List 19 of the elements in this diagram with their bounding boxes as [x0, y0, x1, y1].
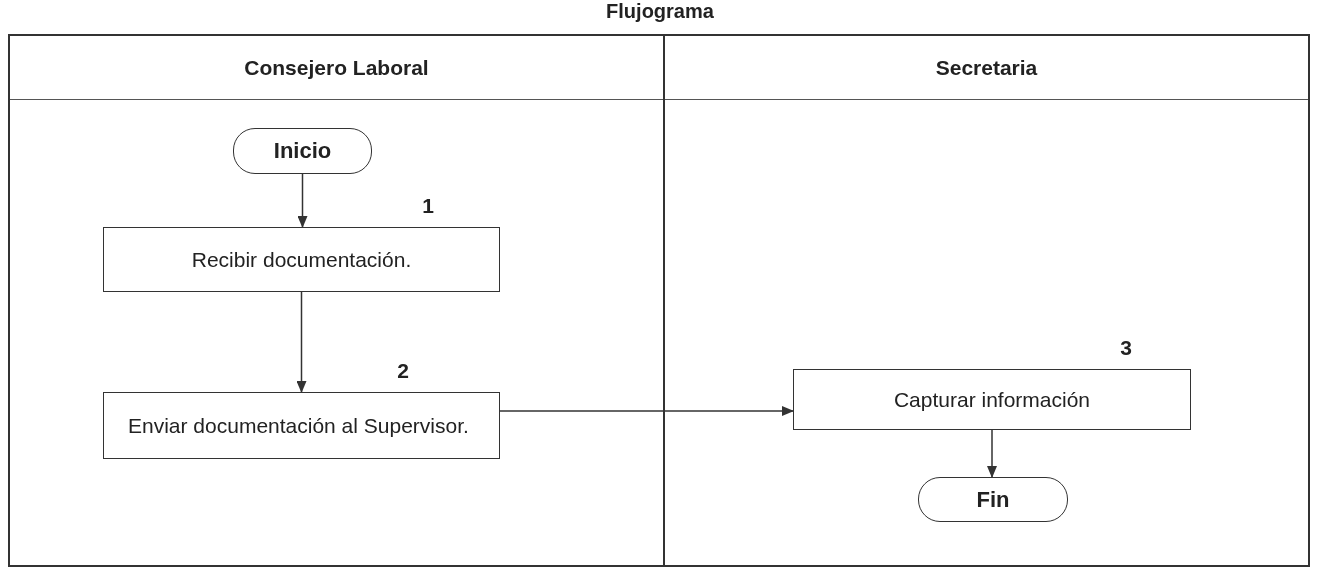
diagram-title: Flujograma: [605, 0, 715, 23]
step-text: Capturar información: [893, 387, 1091, 412]
lane-heading: Secretaria: [665, 36, 1308, 100]
step-text: Recibir documentación.: [191, 247, 412, 272]
arrow: [499, 406, 794, 416]
arrow: [987, 429, 997, 478]
step-number: 2: [397, 359, 409, 383]
arrow: [297, 173, 308, 228]
step-text: Inicio: [273, 138, 332, 164]
step-number: 1: [422, 194, 434, 218]
terminator-shape: [918, 477, 1068, 522]
lane-heading: Consejero Laboral: [10, 36, 663, 100]
step-text: Fin: [976, 486, 1010, 513]
step-number: 3: [1120, 336, 1132, 360]
arrow: [296, 291, 307, 393]
step-text: Enviar documentación al Supervisor.: [128, 413, 469, 438]
swimlane: [665, 34, 1310, 567]
terminator-shape: [233, 128, 372, 174]
swimlane: [8, 34, 665, 567]
